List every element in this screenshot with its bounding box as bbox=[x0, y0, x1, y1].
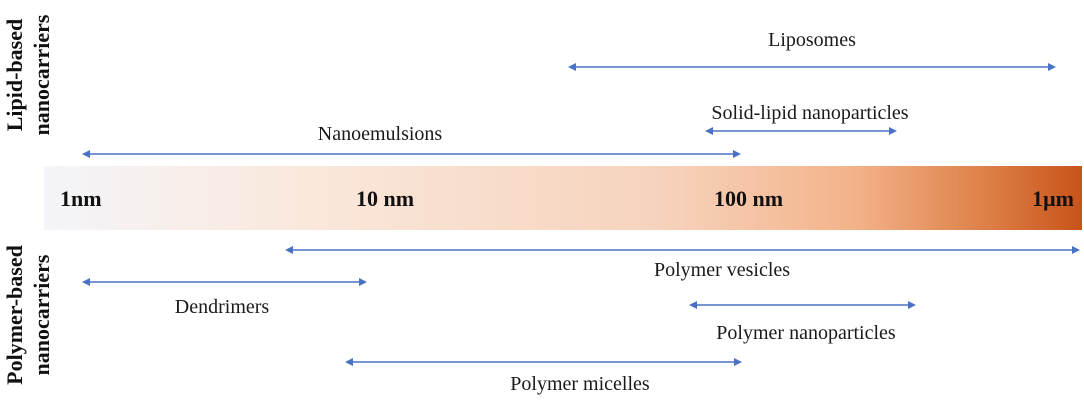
lipid-label-line2: nanocarriers bbox=[29, 14, 54, 135]
polymer-label-line1: Polymer-based bbox=[2, 245, 27, 385]
tick-1nm: 1nm bbox=[60, 186, 102, 211]
range-arrows bbox=[82, 63, 1080, 366]
arrowhead-right bbox=[733, 150, 741, 158]
dendrimers-arrow bbox=[82, 278, 367, 286]
arrowhead-right bbox=[1072, 246, 1080, 254]
solid-lipid-nanoparticles-arrow bbox=[705, 127, 897, 135]
arrowhead-left bbox=[285, 246, 293, 254]
tick-10nm: 10 nm bbox=[356, 186, 414, 211]
polymer-label-line2: nanocarriers bbox=[29, 254, 54, 375]
size-scale-bar bbox=[44, 166, 1082, 230]
liposomes-arrow bbox=[568, 63, 1056, 71]
arrowhead-right bbox=[734, 358, 742, 366]
polymer-vesicles-arrow bbox=[285, 246, 1080, 254]
liposomes-label: Liposomes bbox=[768, 29, 856, 51]
nanoemulsions-arrow bbox=[82, 150, 741, 158]
polymer-nanoparticles-label: Polymer nanoparticles bbox=[716, 322, 896, 344]
arrowhead-left bbox=[689, 301, 697, 309]
polymer-micelles-label: Polymer micelles bbox=[510, 373, 650, 395]
arrowhead-right bbox=[908, 301, 916, 309]
arrowhead-left bbox=[82, 278, 90, 286]
solid-lipid-nanoparticles-label: Solid-lipid nanoparticles bbox=[711, 102, 908, 124]
arrowhead-left bbox=[705, 127, 713, 135]
arrowhead-left bbox=[568, 63, 576, 71]
nanoemulsions-label: Nanoemulsions bbox=[318, 123, 443, 145]
lipid-side-label: Lipid-based nanocarriers bbox=[2, 14, 54, 135]
arrowhead-left bbox=[82, 150, 90, 158]
polymer-side-label: Polymer-based nanocarriers bbox=[2, 245, 54, 385]
arrowhead-left bbox=[345, 358, 353, 366]
polymer-micelles-arrow bbox=[345, 358, 742, 366]
polymer-vesicles-label: Polymer vesicles bbox=[654, 259, 790, 281]
lipid-label-line1: Lipid-based bbox=[2, 19, 27, 132]
dendrimers-label: Dendrimers bbox=[175, 296, 270, 318]
tick-1um: 1µm bbox=[1032, 186, 1074, 211]
arrowhead-right bbox=[889, 127, 897, 135]
tick-100nm: 100 nm bbox=[714, 186, 783, 211]
polymer-nanoparticles-arrow bbox=[689, 301, 916, 309]
arrowhead-right bbox=[359, 278, 367, 286]
arrowhead-right bbox=[1048, 63, 1056, 71]
